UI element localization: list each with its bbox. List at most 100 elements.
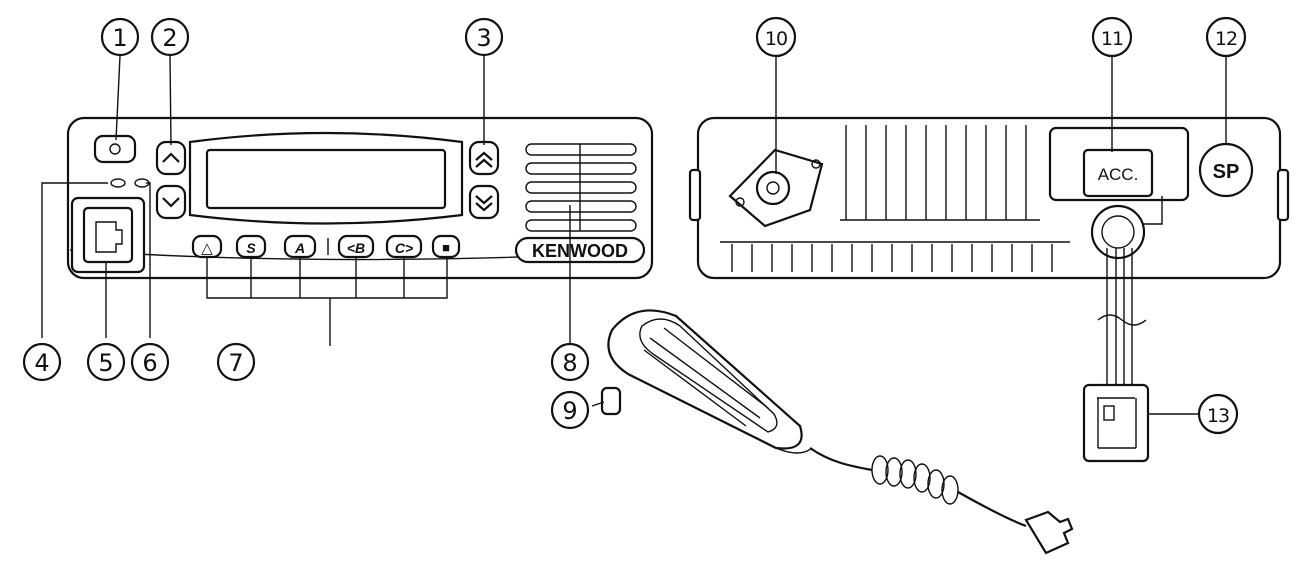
modular-plug xyxy=(1024,510,1074,555)
front-panel: KENWOOD △ S A <B C> ■ xyxy=(66,116,654,280)
coil-loop xyxy=(927,469,945,499)
key-label: S xyxy=(246,240,256,256)
cable-wires xyxy=(1106,248,1133,388)
brand-logo: KENWOOD xyxy=(532,241,628,261)
connector-detail xyxy=(1097,397,1137,449)
cable-grommet-inner xyxy=(1101,215,1135,249)
callout-circle-1 xyxy=(100,17,140,57)
callout-12: 12 xyxy=(1215,28,1237,50)
chevron-up-icon xyxy=(162,152,180,163)
callout-circle-11 xyxy=(1091,16,1133,58)
dc-power-connector[interactable] xyxy=(1082,383,1150,463)
coiled-cord xyxy=(871,455,959,505)
channel-up-button[interactable] xyxy=(155,140,187,176)
function-key-4[interactable] xyxy=(337,234,375,259)
callout-circle-9 xyxy=(550,390,590,430)
coil-loop xyxy=(913,463,931,493)
function-keys: △ S A <B C> ■ xyxy=(191,234,461,259)
leader-line-1 xyxy=(115,55,121,141)
grille-slot xyxy=(525,219,637,232)
function-key-2[interactable] xyxy=(235,234,267,259)
cable-break-mark xyxy=(1097,314,1147,326)
callout-4: 4 xyxy=(34,349,49,377)
callout-circle-3 xyxy=(464,17,504,57)
function-key-1[interactable] xyxy=(191,234,223,259)
power-button[interactable] xyxy=(93,134,137,164)
callout-6: 6 xyxy=(142,349,157,377)
mic-jack[interactable] xyxy=(82,206,134,264)
callout-5: 5 xyxy=(98,349,113,377)
screw-icon xyxy=(735,197,745,207)
callout-8: 8 xyxy=(562,349,577,377)
antenna-jack xyxy=(755,170,791,206)
callout-3: 3 xyxy=(476,24,491,52)
grille-slot xyxy=(525,162,637,175)
antenna-connector[interactable] xyxy=(728,148,824,228)
callout-13: 13 xyxy=(1207,405,1229,427)
function-key-3[interactable] xyxy=(283,234,317,259)
side-tab-left xyxy=(688,168,702,222)
heatsink-fins xyxy=(720,125,1070,272)
mic-cord xyxy=(809,447,873,472)
leader-line-9 xyxy=(591,401,605,407)
accessory-port[interactable] xyxy=(1082,148,1154,198)
status-led-left xyxy=(110,178,126,188)
speaker-label: SP xyxy=(1213,161,1240,183)
key-label: ■ xyxy=(442,240,450,255)
key-label: C> xyxy=(395,240,413,256)
channel-down-button[interactable] xyxy=(155,184,187,220)
key-label: <B xyxy=(347,240,365,256)
callout-circle-8 xyxy=(550,342,590,382)
dc-power-cable xyxy=(1082,248,1150,463)
cable-grommet xyxy=(1090,204,1146,260)
key-label: A xyxy=(294,240,305,256)
modular-jack-icon xyxy=(95,221,123,253)
rear-panel: ACC. SP xyxy=(688,116,1290,280)
microphone-assembly xyxy=(600,309,1074,555)
callout-circle-13 xyxy=(1197,393,1239,435)
coil-loop xyxy=(899,459,917,489)
coil-loop xyxy=(941,475,959,505)
callouts: 1 2 3 4 5 6 7 8 9 10 11 12 13 xyxy=(22,16,1247,435)
leader-line-7 xyxy=(206,258,448,346)
callout-circle-10 xyxy=(755,16,797,58)
callout-10: 10 xyxy=(765,28,787,50)
callout-circle-6 xyxy=(130,342,170,382)
leader-lines xyxy=(41,55,1227,415)
microphone-grille-ridges xyxy=(643,327,769,427)
connector-latch xyxy=(1103,405,1115,421)
key-label: △ xyxy=(201,240,213,257)
double-chevron-down-icon xyxy=(475,195,493,212)
double-chevron-up-icon xyxy=(475,151,493,168)
mic-cord xyxy=(957,491,1027,528)
coil-loop xyxy=(871,455,889,485)
callout-circle-5 xyxy=(86,342,126,382)
chevron-down-icon xyxy=(162,197,180,208)
antenna-pin xyxy=(766,181,780,195)
group-up-button[interactable] xyxy=(468,140,500,176)
screw-icon xyxy=(811,159,821,169)
side-tab-right xyxy=(1276,168,1290,222)
heatsink-fin-lower xyxy=(731,244,1053,272)
callout-circle-7 xyxy=(216,342,256,382)
microphone-body[interactable] xyxy=(607,309,803,450)
lcd-display xyxy=(205,148,447,210)
speaker-grille xyxy=(525,143,637,232)
callout-2: 2 xyxy=(162,24,177,52)
ptt-switch[interactable] xyxy=(600,386,622,416)
function-key-6[interactable] xyxy=(431,234,461,259)
accessory-label: ACC. xyxy=(1098,165,1139,184)
grille-slot xyxy=(525,200,637,213)
function-key-5[interactable] xyxy=(385,234,423,259)
callout-circle-2 xyxy=(150,17,190,57)
callout-11: 11 xyxy=(1101,28,1123,50)
leader-line-4 xyxy=(41,182,108,338)
grille-slot xyxy=(525,181,637,194)
callout-7: 7 xyxy=(228,349,243,377)
callout-9: 9 xyxy=(562,397,577,425)
heatsink-fin-upper xyxy=(845,125,1027,220)
callout-circle-12 xyxy=(1205,16,1247,58)
brand-plate xyxy=(514,236,646,264)
callout-1: 1 xyxy=(112,24,127,52)
